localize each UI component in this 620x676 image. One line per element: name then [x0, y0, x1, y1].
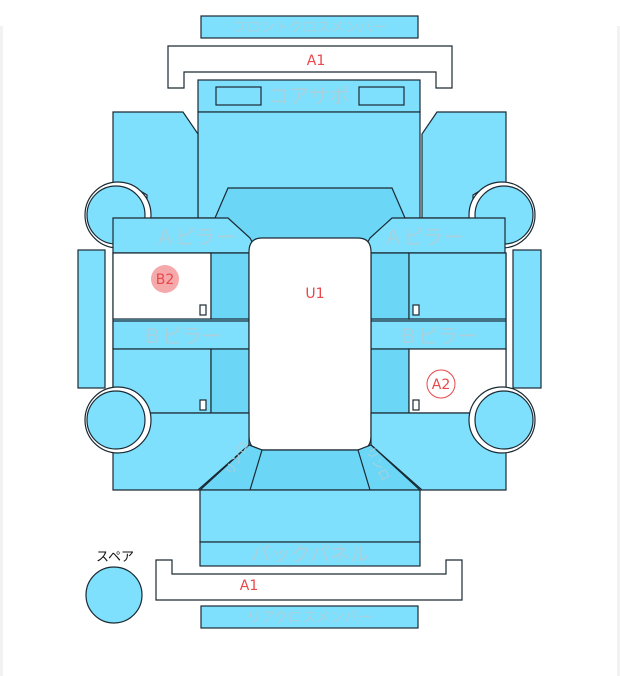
spare-tire[interactable]	[85, 566, 143, 624]
back-panel-label: バックパネル	[251, 542, 370, 566]
a2-marker-circle[interactable]	[426, 369, 456, 399]
core-support-label: コアサポ	[269, 84, 349, 108]
left-rear-wheel[interactable]	[86, 390, 146, 450]
rear-cross-member-panel[interactable]	[200, 605, 419, 629]
left-rear-handle	[199, 399, 207, 411]
b-pillar-right-label: Ｂピラー	[398, 324, 478, 348]
left-front-pillar-strip	[210, 252, 250, 320]
front-cross-member-panel[interactable]	[200, 15, 419, 39]
a1-top-bracket[interactable]	[167, 45, 453, 89]
right-front-handle	[412, 304, 420, 316]
b2-marker: B2	[156, 272, 175, 288]
a-pillar-left-label: Ａピラー	[155, 225, 235, 249]
u1-marker: U1	[305, 286, 324, 302]
right-rear-wheel[interactable]	[474, 390, 534, 450]
left-front-handle	[199, 304, 207, 316]
right-side-sill[interactable]	[512, 249, 542, 389]
frame-edge-left	[0, 26, 3, 676]
roof-opening[interactable]	[248, 237, 372, 451]
right-rear-handle	[412, 399, 420, 411]
right-front-pillar-strip	[370, 252, 410, 320]
right-rear-pillar-strip	[370, 348, 410, 414]
back-panel[interactable]	[199, 541, 421, 567]
core-support-left-slot	[215, 86, 262, 106]
core-support-right-slot	[358, 86, 405, 106]
spare-label: スペア	[96, 550, 134, 565]
trunk-panel[interactable]	[199, 489, 421, 543]
a1-bottom-bracket[interactable]	[155, 559, 463, 601]
a1-bottom-marker: A1	[240, 578, 258, 594]
b-pillar-left[interactable]	[112, 320, 250, 350]
a-pillar-right-label: Ａピラー	[383, 225, 463, 249]
b-pillar-left-label: Ｂピラー	[142, 324, 222, 348]
b2-marker-circle[interactable]	[151, 265, 179, 293]
front-cross-member-label: フロントクロスメンバー	[233, 20, 387, 36]
frame-edge-right	[617, 26, 620, 676]
right-front-door[interactable]	[408, 252, 507, 320]
left-rear-pillar-strip	[210, 348, 250, 414]
b-pillar-right[interactable]	[370, 320, 507, 350]
rear-cross-member-label: リアクロスメンバー	[247, 610, 372, 626]
a1-top-marker: A1	[307, 53, 325, 69]
a2-marker: A2	[432, 377, 450, 393]
left-side-sill[interactable]	[77, 249, 106, 389]
